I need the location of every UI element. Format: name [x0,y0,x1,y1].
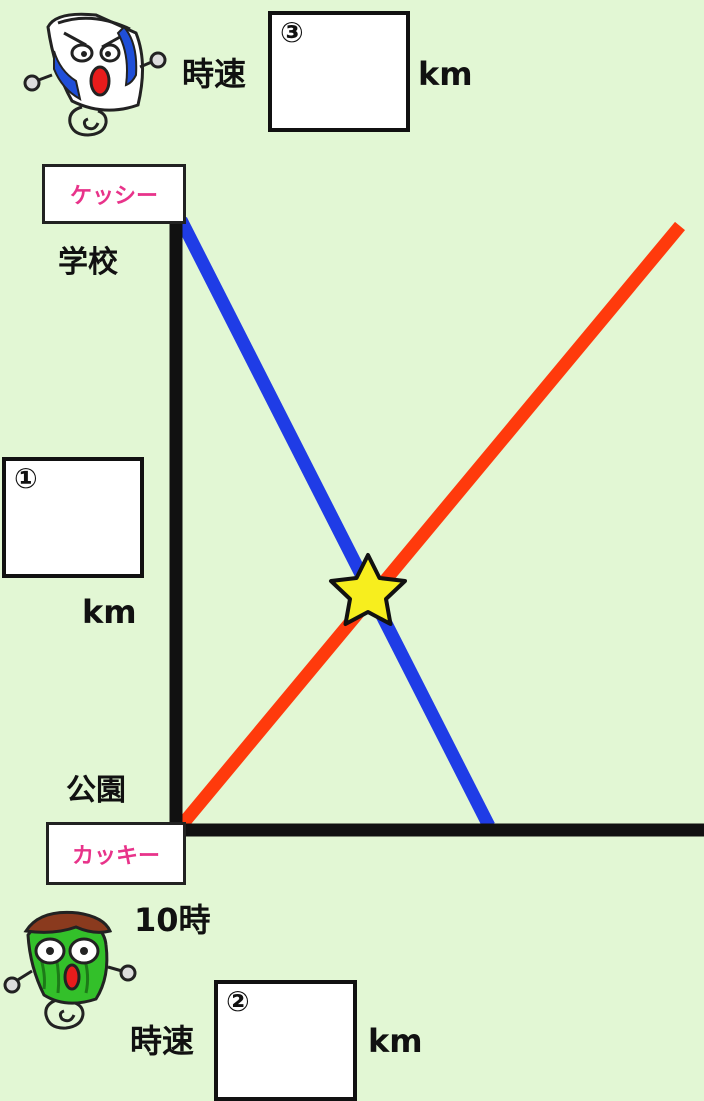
answer-box-2[interactable]: ② [214,980,357,1101]
park-label: 公園 [66,773,126,808]
answer-box-3[interactable]: ③ [268,11,410,132]
top-speed-unit: km [418,55,473,93]
kessy-name-tag: ケッシー [42,164,186,224]
star-icon [329,553,407,626]
time-label: 10時 [134,901,211,939]
kessy-character [23,12,167,137]
box-number-2: ② [226,985,250,1018]
bottom-speed-unit: km [368,1022,423,1060]
distance-unit: km [82,593,137,631]
top-speed-prefix: 時速 [182,55,247,93]
box-number-1: ① [14,462,38,495]
bottom-speed-prefix: 時速 [130,1022,195,1060]
kakky-line [176,221,685,831]
kakky-name-tag: カッキー [46,822,186,885]
answer-box-1[interactable]: ① [2,457,144,578]
school-label: 学校 [58,245,118,280]
box-number-3: ③ [280,16,304,49]
kakky-character [3,910,137,1030]
kessy-line [175,217,495,829]
